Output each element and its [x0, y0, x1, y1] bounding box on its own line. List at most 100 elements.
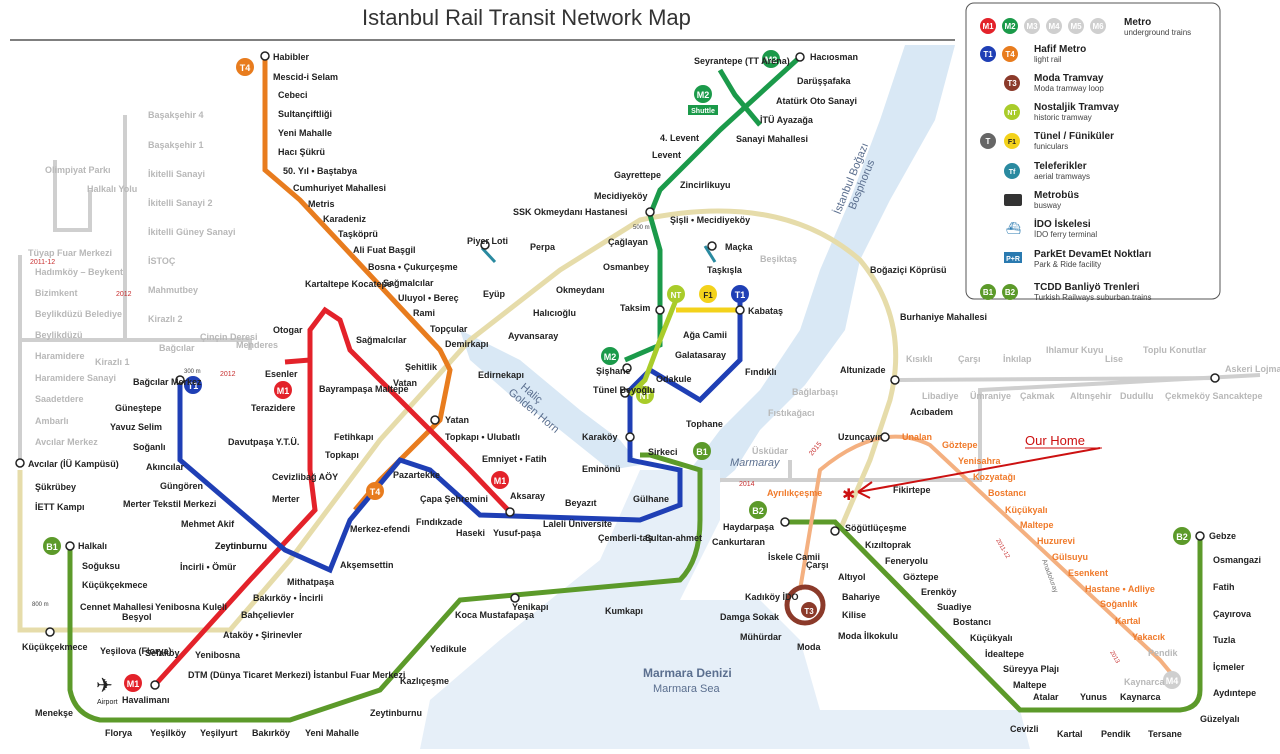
station-label: Cevizlibağ AÖY	[272, 472, 338, 482]
svg-text:NT: NT	[671, 291, 682, 300]
station-label: Kızıltoprak	[865, 540, 912, 550]
station-label: Kaynarca	[1124, 677, 1166, 687]
legend-row-ferry: ⛴ İDO İskelesi İDO ferry terminal	[1006, 217, 1097, 239]
line-tf2	[703, 245, 717, 263]
badge-b1: B1	[43, 537, 61, 555]
station-label: 50. Yıl • Baştabya	[283, 166, 358, 176]
svg-text:M2: M2	[765, 55, 778, 65]
station-label: Yunus	[1080, 692, 1107, 702]
station-label: Söğütlüçeşme	[845, 523, 907, 533]
legend-row-suburban: B1 B2 TCDD Banliyö Trenleri Turkish Rail…	[980, 282, 1152, 302]
station-label: Küçükçekmece	[82, 580, 148, 590]
labels-other: Avcılar (İÜ Kampüsü) Şükrübey İETT Kampı…	[22, 110, 1280, 652]
our-home-star-icon: ✱	[842, 487, 855, 504]
station-label: Saadetdere	[35, 394, 84, 404]
station-label: İçmeler	[1213, 662, 1245, 672]
station-label: Yeni Mahalle	[278, 128, 332, 138]
station-label: Kısıklı	[906, 354, 933, 364]
station-dots	[15, 51, 1220, 690]
station-label: Atalar	[1033, 692, 1059, 702]
station-label: Güneştepe	[115, 403, 162, 413]
labels-t1: Bağcılar Merkez Güneştepe Yavuz Selim So…	[110, 306, 783, 587]
station-label: Merkez-efendi	[350, 524, 410, 534]
badge-t4-b: T4	[366, 482, 384, 500]
svg-text:İDO ferry terminal: İDO ferry terminal	[1034, 230, 1097, 239]
station-label: Mahmutbey	[148, 285, 198, 295]
station-label: Karaköy	[582, 432, 618, 442]
labels-m2: Hacıosman Darüşşafaka Atatürk Oto Sanayi…	[508, 52, 858, 612]
station-label: Askeri Lojmanlar	[1225, 364, 1280, 374]
station-label: Feneryolu	[885, 556, 928, 566]
svg-text:T1: T1	[188, 381, 199, 391]
station-label: Kartal	[1115, 616, 1141, 626]
station-label: Uluyol • Bereç	[398, 293, 459, 303]
station-label: Mehmet Akif	[181, 519, 235, 529]
svg-text:T4: T4	[240, 63, 251, 73]
badge-t3: T3	[801, 602, 817, 618]
station-label: Osmanbey	[603, 262, 649, 272]
golden-horn-water	[460, 330, 640, 470]
station-label: Merter Tekstil Merkezi	[123, 499, 216, 509]
svg-text:T: T	[986, 137, 991, 146]
station-label: Fındıkzade	[416, 517, 463, 527]
station-label: Başakşehir 1	[148, 140, 204, 150]
svg-text:M1: M1	[982, 22, 994, 31]
station-label: İkitelli Sanayi 2	[148, 198, 213, 208]
station-label: Soğuksu	[82, 561, 120, 571]
legend-row-nostalgic: NT Nostaljik Tramvay historic tramway	[1004, 102, 1119, 122]
station-label: Bostancı	[988, 488, 1026, 498]
station-label: Altıyol	[838, 572, 866, 582]
station-label: Gayrettepe	[614, 170, 661, 180]
station-label: Beşyol	[122, 612, 152, 622]
station-label: Ali Fuat Başgil	[353, 245, 416, 255]
yr-2011-12: 2011-12	[994, 538, 1010, 560]
line-b1	[67, 452, 703, 723]
station-label: Mecidiyeköy	[594, 191, 648, 201]
svg-text:Metrobüs: Metrobüs	[1034, 190, 1079, 201]
station-label: Otogar	[273, 325, 303, 335]
svg-text:P+R: P+R	[1006, 256, 1020, 263]
station-label: Bağcılar Merkez	[133, 377, 202, 387]
station-label: Yakacık	[1132, 632, 1166, 642]
svg-text:Nostaljik Tramvay: Nostaljik Tramvay	[1034, 102, 1119, 113]
station-label: Cennet Mahallesi	[80, 602, 154, 612]
station-label: Çağlayan	[608, 237, 648, 247]
station-label: Şişli • Mecidiyeköy	[670, 215, 750, 225]
svg-text:T1: T1	[983, 50, 993, 59]
line-m2-shuttle	[717, 68, 762, 127]
station-label: Acıbadem	[910, 407, 953, 417]
badge-f1: F1	[699, 285, 717, 303]
svg-text:B2: B2	[1176, 532, 1188, 542]
svg-text:Tf: Tf	[1009, 169, 1016, 176]
station-label: Cankurtaran	[712, 537, 765, 547]
station-label: Damga Sokak	[720, 612, 780, 622]
station-label: İdealtepe	[985, 649, 1024, 659]
station-label: Cevizli	[1010, 724, 1039, 734]
station-label: Bosna • Çukurçeşme	[368, 262, 458, 272]
station-label: Mühürdar	[740, 632, 782, 642]
station-label: Kartaltepe Kocatepe	[305, 279, 392, 289]
station-label: Yenibosna Kuleli	[155, 602, 227, 612]
station-label: Sağmalcılar	[383, 278, 434, 288]
station-label: Mescid-i Selam	[273, 72, 338, 82]
station-label: Altunizade	[840, 365, 886, 375]
badge-m2-shuttle: M2	[694, 85, 712, 103]
station-label: Menekşe	[35, 708, 73, 718]
station-label: Çapa Şehremini	[420, 494, 488, 504]
station-label: Bahariye	[842, 592, 880, 602]
km-2012-b: 2012	[220, 371, 236, 378]
badge-t4: T4	[236, 58, 254, 76]
badge-m2: M2	[762, 50, 780, 68]
labels-nt-tf: Ağa Camii Galatasaray Odakule Tünel Beyo…	[467, 236, 754, 395]
station-label: Şişhane	[596, 366, 631, 376]
station-label: Güzelyalı	[1200, 714, 1240, 724]
badge-m1-airport: M1	[124, 674, 142, 692]
station-label: Beylikdüzü Belediye	[35, 309, 122, 319]
station-label: Aksaray	[510, 491, 545, 501]
station-label: Süreyya Plajı	[1003, 664, 1059, 674]
marmaray-line	[17, 208, 899, 633]
station-label: Zeytinburnu	[215, 541, 267, 551]
station-label: Yusuf-paşa	[493, 528, 542, 538]
station-label: Küçükçekmece	[22, 642, 88, 652]
